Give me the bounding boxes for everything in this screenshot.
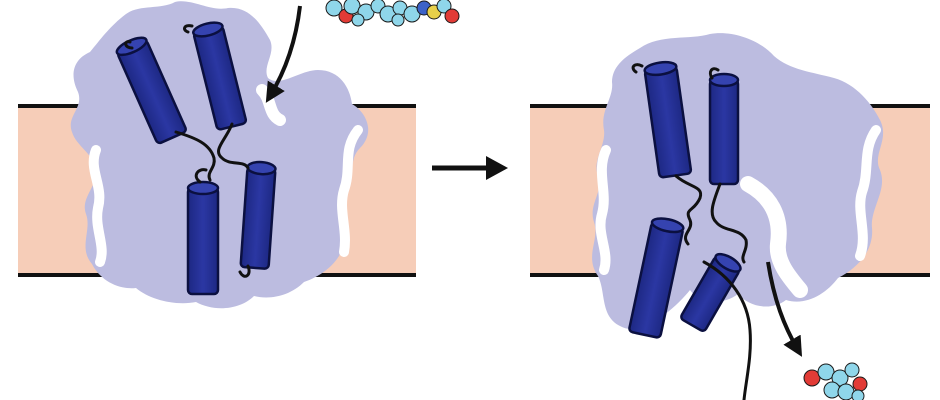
left-panel — [18, 0, 460, 309]
helix-right-2 — [708, 72, 740, 186]
helix-left-4 — [239, 160, 277, 270]
arrow-ligand-entry — [265, 5, 302, 103]
right-panel — [530, 33, 930, 400]
loops-right — [631, 63, 752, 400]
ligand-incoming — [325, 0, 460, 27]
helix-left-1 — [115, 36, 187, 145]
helix-left-3 — [186, 180, 220, 296]
transition-arrow — [432, 156, 508, 180]
arrow-ligand-exit — [766, 261, 803, 357]
helix-right-3 — [628, 217, 685, 339]
helix-right-1 — [643, 60, 693, 179]
ligand-released — [803, 362, 868, 400]
loops-left — [124, 24, 251, 278]
